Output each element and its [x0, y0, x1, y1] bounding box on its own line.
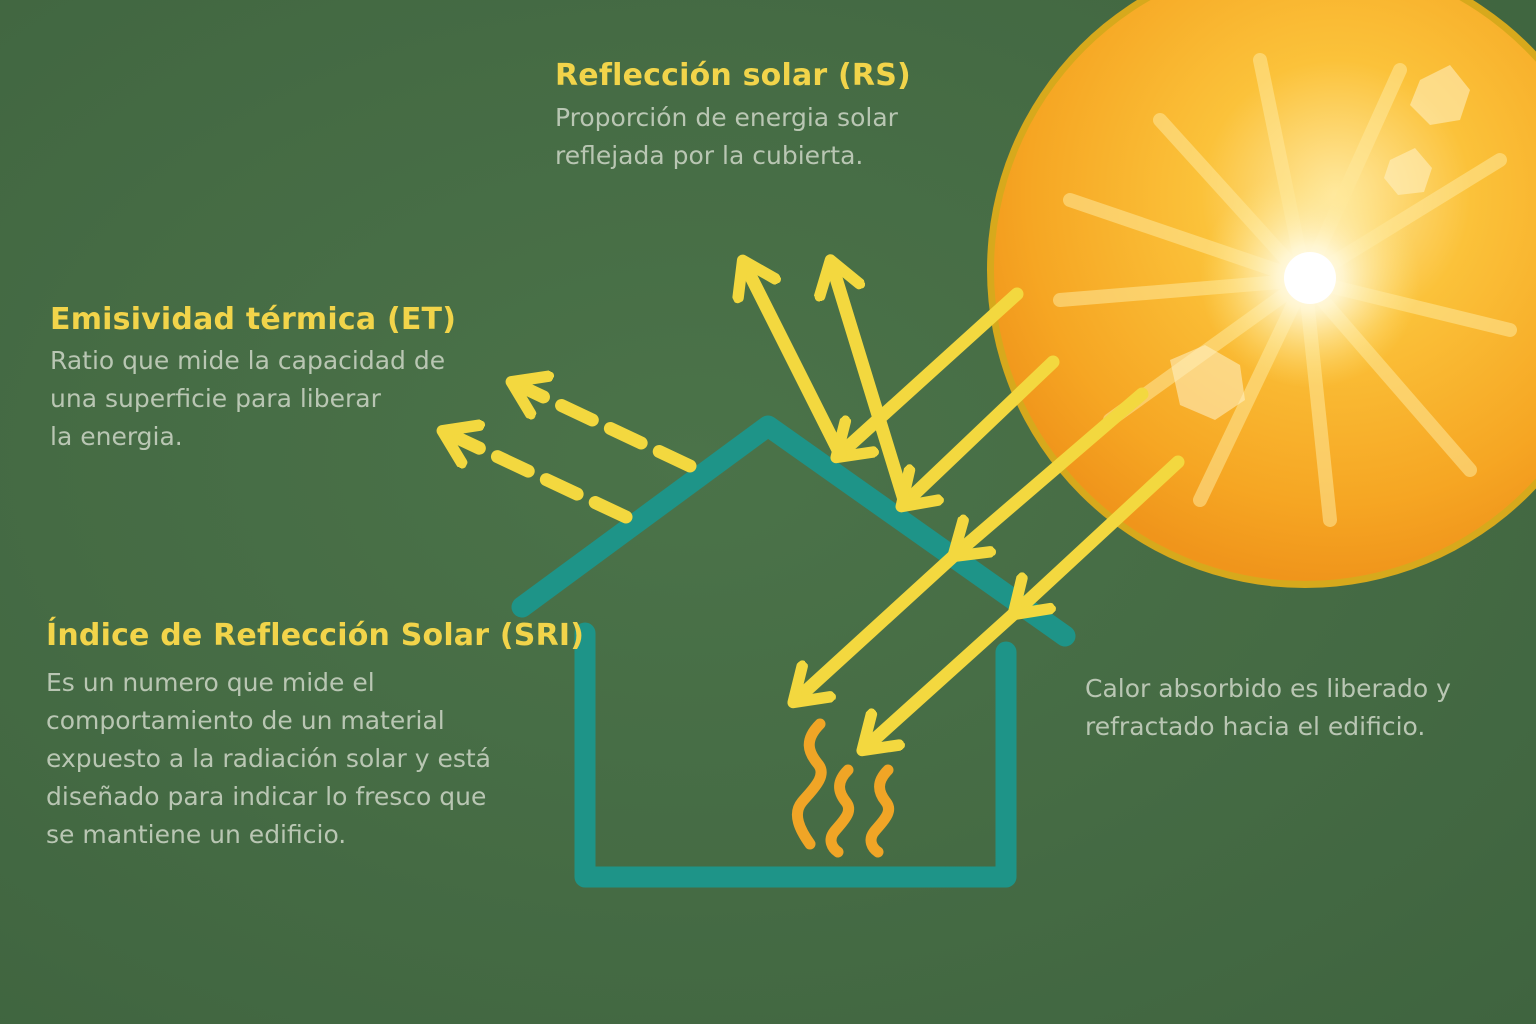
house-icon [511, 415, 1076, 888]
heat-waves-icon [792, 718, 895, 858]
reflected-ray-2 [832, 265, 912, 510]
emission-arrows [447, 384, 697, 524]
house-roof [511, 415, 1076, 647]
et-description: Ratio que mide la capacidad de una super… [50, 346, 446, 451]
et-title: Emisividad térmica (ET) [50, 302, 457, 337]
house-walls [574, 622, 1017, 888]
reflected-ray-1 [745, 265, 847, 461]
rs-title: Reflección solar (RS) [555, 58, 911, 93]
heat-description: Calor absorbido es liberado y refractado… [1085, 674, 1451, 741]
incoming-ray-2 [905, 355, 1060, 503]
sri-title: Índice de Reflección Solar (SRI) [46, 618, 585, 653]
emitted-ray-2 [447, 433, 633, 524]
refracted-ray-1 [957, 387, 1149, 553]
sri-description: Es un numero que mide el comportamiento … [46, 668, 491, 849]
emitted-ray-1 [516, 384, 697, 473]
refracted-ray-2 [1017, 455, 1185, 611]
rs-description: Proporción de energia solar reflejada po… [555, 103, 898, 170]
refracted-ray-1-interior [797, 546, 964, 699]
solar-ray-arrows [745, 265, 1185, 747]
sun-icon [987, 0, 1536, 588]
refracted-ray-2-interior [866, 604, 1024, 747]
incoming-ray-1 [840, 287, 1024, 454]
